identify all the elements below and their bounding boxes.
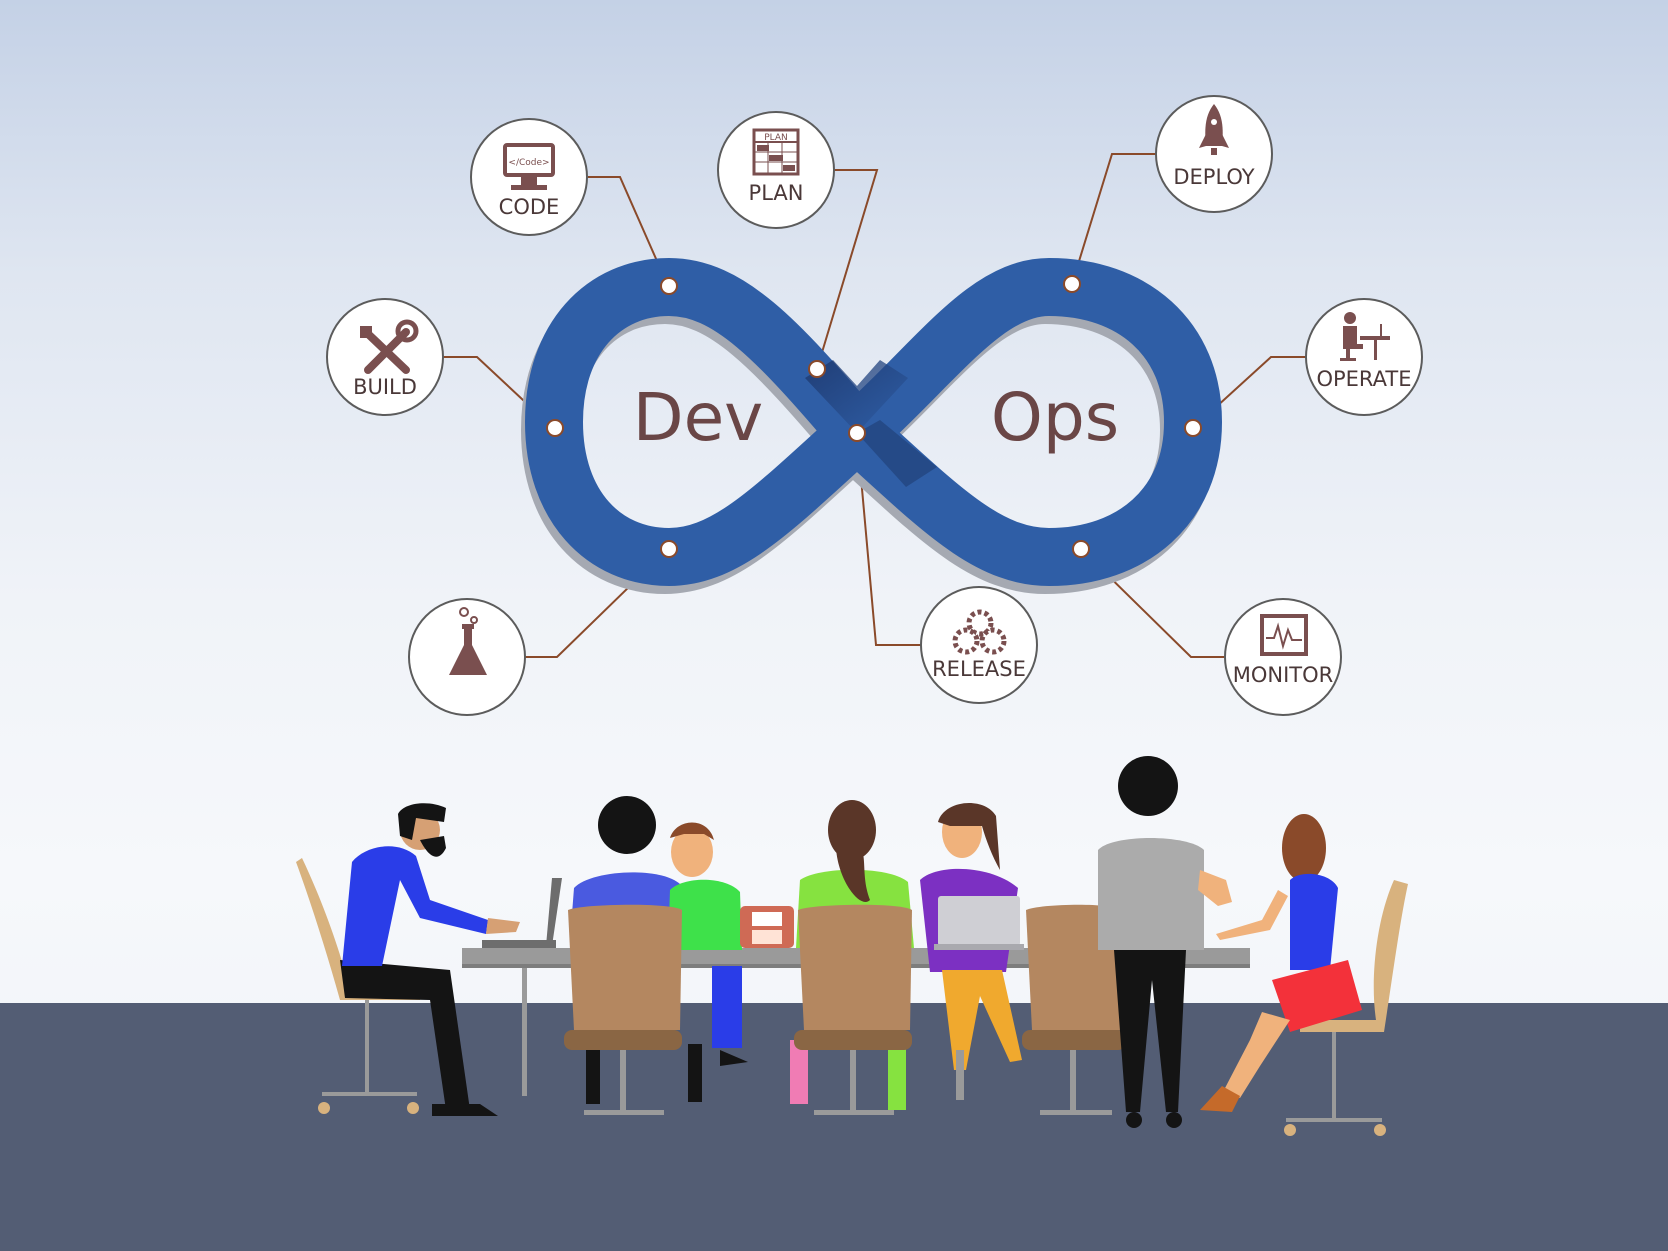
node-code: </Code> CODE [470, 118, 588, 236]
connector-code [588, 176, 669, 287]
dev-label: Dev [633, 379, 764, 456]
connector-release [856, 432, 921, 646]
code-tag-text: </Code> [508, 158, 549, 168]
anchor-dot [1184, 419, 1202, 437]
anchor-dot [848, 424, 866, 442]
anchor-dot [660, 540, 678, 558]
plan-board-icon: PLAN [752, 128, 800, 176]
laptop-right [934, 896, 1024, 950]
chair-back-2 [794, 904, 912, 1115]
anchor-dots [546, 275, 1202, 558]
person-at-desk-icon [1340, 312, 1390, 361]
rocket-icon [1199, 104, 1229, 155]
person-bearded-man [296, 803, 520, 1116]
person-woman-purple-top [920, 803, 1022, 1100]
node-build: BUILD [326, 298, 444, 416]
node-release-label: RELEASE [932, 657, 1026, 681]
laptop-left [482, 878, 562, 948]
node-plan-label: PLAN [749, 181, 804, 205]
wrench-screwdriver-icon [360, 319, 419, 374]
monitor-chart-icon [1260, 614, 1308, 656]
person-standing-man [1098, 756, 1232, 1128]
node-plan: PLAN PLAN [717, 111, 835, 229]
infinity-cross-shading-lower [857, 420, 937, 487]
anchor-dot [546, 419, 564, 437]
node-deploy-label: DEPLOY [1173, 165, 1254, 189]
anchor-dot [1072, 540, 1090, 558]
gears-icon [952, 609, 1007, 655]
connector-deploy [1071, 153, 1158, 285]
node-build-label: BUILD [353, 375, 417, 399]
anchor-dot [660, 277, 678, 295]
code-monitor-icon: </Code> [503, 143, 555, 190]
node-code-label: CODE [499, 195, 560, 219]
infinity-loop-band [524, 257, 1223, 587]
person-boy-green-shirt [668, 822, 748, 1066]
desk-telephone [740, 906, 794, 948]
node-release: RELEASE [920, 586, 1038, 704]
node-test [408, 598, 526, 716]
chair-back-1 [564, 904, 682, 1115]
anchor-dot [1063, 275, 1081, 293]
connector-plan [816, 169, 879, 370]
team-meeting-illustration [296, 756, 1408, 1136]
node-operate-label: OPERATE [1316, 367, 1411, 391]
node-operate: OPERATE [1305, 298, 1423, 416]
chair-left [296, 858, 420, 1000]
connector-monitor [1080, 548, 1224, 658]
ops-label: Ops [991, 379, 1119, 456]
flask-icon [449, 607, 487, 675]
anchor-dot [808, 360, 826, 378]
plan-tag-text: PLAN [764, 133, 788, 143]
node-monitor: MONITOR [1224, 598, 1342, 716]
person-woman-red-skirt [1200, 814, 1408, 1136]
node-monitor-label: MONITOR [1233, 663, 1334, 687]
node-deploy: DEPLOY [1155, 95, 1273, 213]
infinity-cross-shading [805, 360, 908, 433]
